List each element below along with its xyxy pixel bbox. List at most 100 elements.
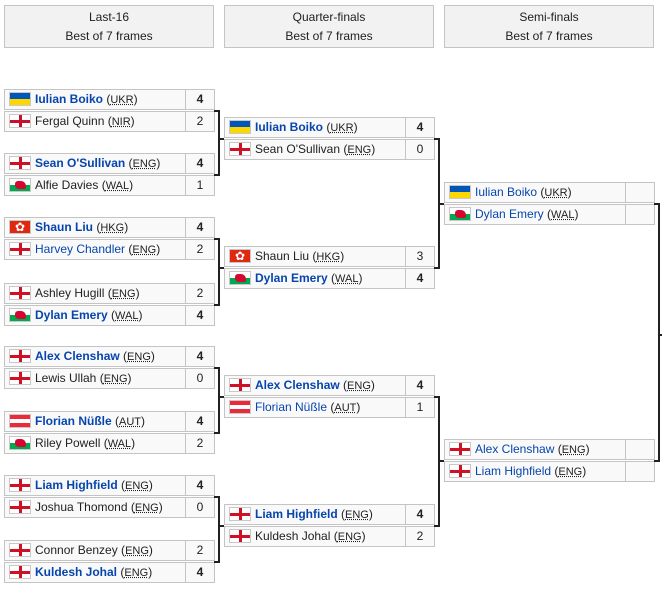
player-name[interactable]: Sean O'Sullivan xyxy=(255,142,341,156)
player-name[interactable]: Liam Highfield xyxy=(255,507,338,521)
player-name[interactable]: Joshua Thomond xyxy=(35,500,128,514)
player-name[interactable]: Dylan Emery xyxy=(35,308,108,322)
player-score: 4 xyxy=(185,562,215,583)
player-name-cell: Florian Nüßle (AUT) xyxy=(4,411,186,432)
country-code[interactable]: HKG xyxy=(100,222,125,234)
bracket-connector xyxy=(438,460,444,462)
player-name[interactable]: Alex Clenshaw xyxy=(475,442,555,456)
bracket-connector xyxy=(214,496,219,498)
player-name[interactable]: Shaun Liu xyxy=(35,220,93,234)
country-code[interactable]: AUT xyxy=(119,416,142,428)
player-name[interactable]: Florian Nüßle xyxy=(255,400,328,414)
ukr-flag-icon xyxy=(9,92,31,106)
bracket-connector xyxy=(218,110,220,176)
player-name[interactable]: Ashley Hugill xyxy=(35,286,105,300)
eng-flag-icon xyxy=(229,507,251,521)
bracket-connector xyxy=(214,432,219,434)
wal-flag-icon xyxy=(9,436,31,450)
player-name[interactable]: Sean O'Sullivan xyxy=(35,156,126,170)
eng-flag-icon xyxy=(9,349,31,363)
country-code[interactable]: ENG xyxy=(127,351,151,363)
bracket-connector xyxy=(218,267,224,269)
country-code[interactable]: ENG xyxy=(103,373,128,385)
player-name-cell: Joshua Thomond (ENG) xyxy=(4,497,186,518)
player-name[interactable]: Harvey Chandler xyxy=(35,242,126,256)
eng-flag-icon xyxy=(449,442,471,456)
eng-flag-icon xyxy=(9,478,31,492)
player-name-cell: Liam Highfield (ENG) xyxy=(444,461,626,482)
player-name[interactable]: Alex Clenshaw xyxy=(255,378,340,392)
player-name-cell: Alex Clenshaw (ENG) xyxy=(444,439,626,460)
bracket-connector xyxy=(214,174,219,176)
aut-flag-icon xyxy=(9,414,31,428)
country-code[interactable]: WAL xyxy=(115,310,139,322)
player-name-cell: Dylan Emery (WAL) xyxy=(4,305,186,326)
player-name[interactable]: Kuldesh Johal xyxy=(255,529,331,543)
player-name-cell: Lewis Ullah (ENG) xyxy=(4,368,186,389)
player-name[interactable]: Connor Benzey xyxy=(35,543,118,557)
player-score: 4 xyxy=(405,117,435,138)
player-name[interactable]: Liam Highfield xyxy=(35,478,118,492)
player-score: 4 xyxy=(185,89,215,110)
country-code[interactable]: UKR xyxy=(330,122,354,134)
country-code[interactable]: ENG xyxy=(345,509,369,521)
hkg-flag-icon xyxy=(229,249,251,263)
country-code[interactable]: ENG xyxy=(347,380,371,392)
country-code[interactable]: ENG xyxy=(132,158,157,170)
eng-flag-icon xyxy=(229,142,251,156)
bracket-connector xyxy=(434,138,439,140)
player-name[interactable]: Riley Powell xyxy=(35,436,101,450)
player-name[interactable]: Iulian Boiko xyxy=(475,185,538,199)
bracket-connector xyxy=(218,367,220,434)
player-name[interactable]: Dylan Emery xyxy=(475,207,544,221)
player-name[interactable]: Alfie Davies xyxy=(35,178,99,192)
country-code[interactable]: NIR xyxy=(111,116,131,128)
player-name[interactable]: Iulian Boiko xyxy=(255,120,324,134)
country-code[interactable]: AUT xyxy=(334,402,357,414)
country-code[interactable]: WAL xyxy=(335,273,359,285)
player-name[interactable]: Kuldesh Johal xyxy=(35,565,118,579)
player-score: 4 xyxy=(185,346,215,367)
player-name[interactable]: Fergal Quinn xyxy=(35,114,105,128)
country-code[interactable]: ENG xyxy=(132,244,157,256)
country-code[interactable]: ENG xyxy=(561,444,586,456)
aut-flag-icon xyxy=(229,400,251,414)
country-code[interactable]: ENG xyxy=(134,502,159,514)
country-code[interactable]: ENG xyxy=(337,531,362,543)
wal-flag-icon xyxy=(449,207,471,221)
country-code[interactable]: UKR xyxy=(110,94,134,106)
player-score: 0 xyxy=(185,497,215,518)
bracket-connector xyxy=(438,203,444,205)
country-code[interactable]: ENG xyxy=(558,466,583,478)
hkg-flag-icon xyxy=(9,220,31,234)
player-name[interactable]: Liam Highfield xyxy=(475,464,552,478)
nir-flag-icon xyxy=(9,114,31,128)
player-name[interactable]: Florian Nüßle xyxy=(35,414,112,428)
country-code[interactable]: ENG xyxy=(347,144,372,156)
player-name-cell: Dylan Emery (WAL) xyxy=(224,268,406,289)
player-name-cell: Sean O'Sullivan (ENG) xyxy=(224,139,406,160)
bracket-connector xyxy=(654,460,659,462)
country-code[interactable]: UKR xyxy=(544,187,568,199)
country-code[interactable]: ENG xyxy=(125,545,149,557)
ukr-flag-icon xyxy=(449,185,471,199)
player-score xyxy=(625,204,655,225)
player-score: 4 xyxy=(185,153,215,174)
player-name[interactable]: Iulian Boiko xyxy=(35,92,104,106)
country-code[interactable]: ENG xyxy=(124,567,149,579)
player-name-cell: Alfie Davies (WAL) xyxy=(4,175,186,196)
country-code[interactable]: ENG xyxy=(111,288,136,300)
country-code[interactable]: HKG xyxy=(316,251,341,263)
player-name[interactable]: Lewis Ullah xyxy=(35,371,97,385)
country-code[interactable]: WAL xyxy=(107,438,132,450)
player-name[interactable]: Alex Clenshaw xyxy=(35,349,120,363)
player-name[interactable]: Dylan Emery xyxy=(255,271,328,285)
header-quarterfinals: Quarter-finals Best of 7 frames xyxy=(224,5,434,48)
country-code[interactable]: WAL xyxy=(551,209,575,221)
country-code[interactable]: ENG xyxy=(125,480,149,492)
bracket-connector xyxy=(434,267,439,269)
header-last16-title: Last-16 xyxy=(88,10,130,24)
player-name[interactable]: Shaun Liu xyxy=(255,249,310,263)
header-semifinals-subtitle: Best of 7 frames xyxy=(505,29,593,43)
country-code[interactable]: WAL xyxy=(105,180,130,192)
